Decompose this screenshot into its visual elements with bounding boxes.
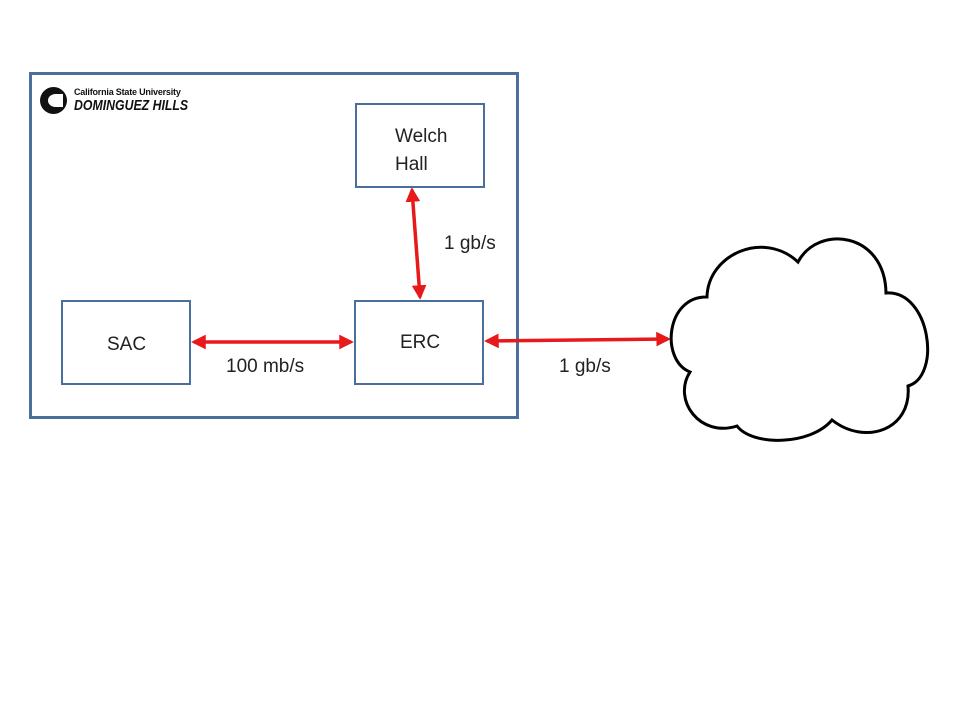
university-logo: California State University DOMINGUEZ HI… — [40, 86, 190, 116]
node-sac-label: SAC — [107, 334, 147, 355]
link-label-welch-erc: 1 gb/s — [444, 233, 496, 254]
node-welch-line1: Welch — [395, 126, 448, 147]
internet-cloud-icon — [669, 237, 930, 442]
node-erc-label: ERC — [400, 332, 441, 353]
logo-line1: California State University — [74, 87, 181, 97]
node-welch-line2: Hall — [395, 154, 428, 175]
link-label-sac-erc: 100 mb/s — [226, 356, 305, 377]
link-label-erc-internet: 1 gb/s — [559, 356, 611, 377]
node-sac: SAC — [61, 300, 191, 385]
node-erc: ERC — [354, 300, 484, 385]
logo-line2: DOMINGUEZ HILLS — [74, 97, 189, 114]
logo-emblem-icon — [40, 87, 67, 114]
node-welch-hall: Welch Hall — [355, 103, 485, 188]
